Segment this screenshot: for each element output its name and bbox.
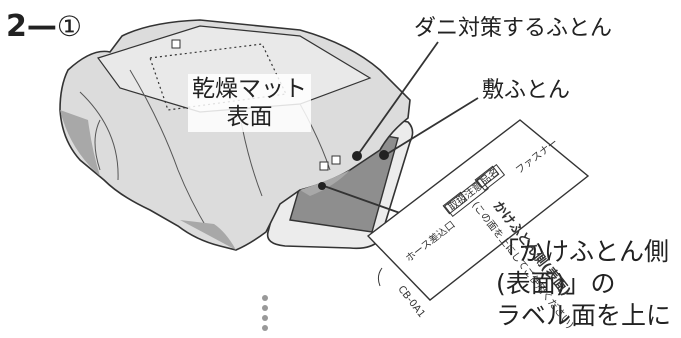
step-marker: 2—① (6, 10, 82, 44)
leader-dot (352, 151, 362, 161)
mat-line2: 表面 (226, 104, 273, 130)
leader-dot (379, 150, 389, 160)
continuation-dot (262, 295, 268, 301)
leader-dot (318, 182, 326, 190)
futon-tab (319, 161, 329, 171)
continuation-dot (262, 305, 268, 311)
step-number: 2 (6, 9, 27, 44)
continuation-dot (262, 325, 268, 331)
label-mattress: 敷ふとん (482, 78, 571, 103)
mat-line1: 乾燥マット (192, 76, 307, 102)
callout-line3: ラベル面を上に (496, 301, 672, 330)
futon-tab (171, 39, 181, 49)
fold-lines (79, 69, 331, 231)
label-mat-surface: 乾燥マット 表面 (188, 74, 311, 132)
label-tag (366, 119, 590, 301)
callout-line1: 「かけふとん側 (494, 237, 670, 266)
futon-tab (331, 155, 341, 165)
leader-mattress (386, 97, 479, 155)
step-sub: ① (56, 10, 82, 43)
step-dash: — (26, 9, 57, 44)
label-target-futon: ダニ対策するふとん (414, 16, 613, 41)
drying-mat-outline (149, 43, 287, 111)
continuation-dot (262, 315, 268, 321)
leader-target-futon (356, 41, 439, 157)
callout-line2: (表面)」の (496, 269, 616, 298)
